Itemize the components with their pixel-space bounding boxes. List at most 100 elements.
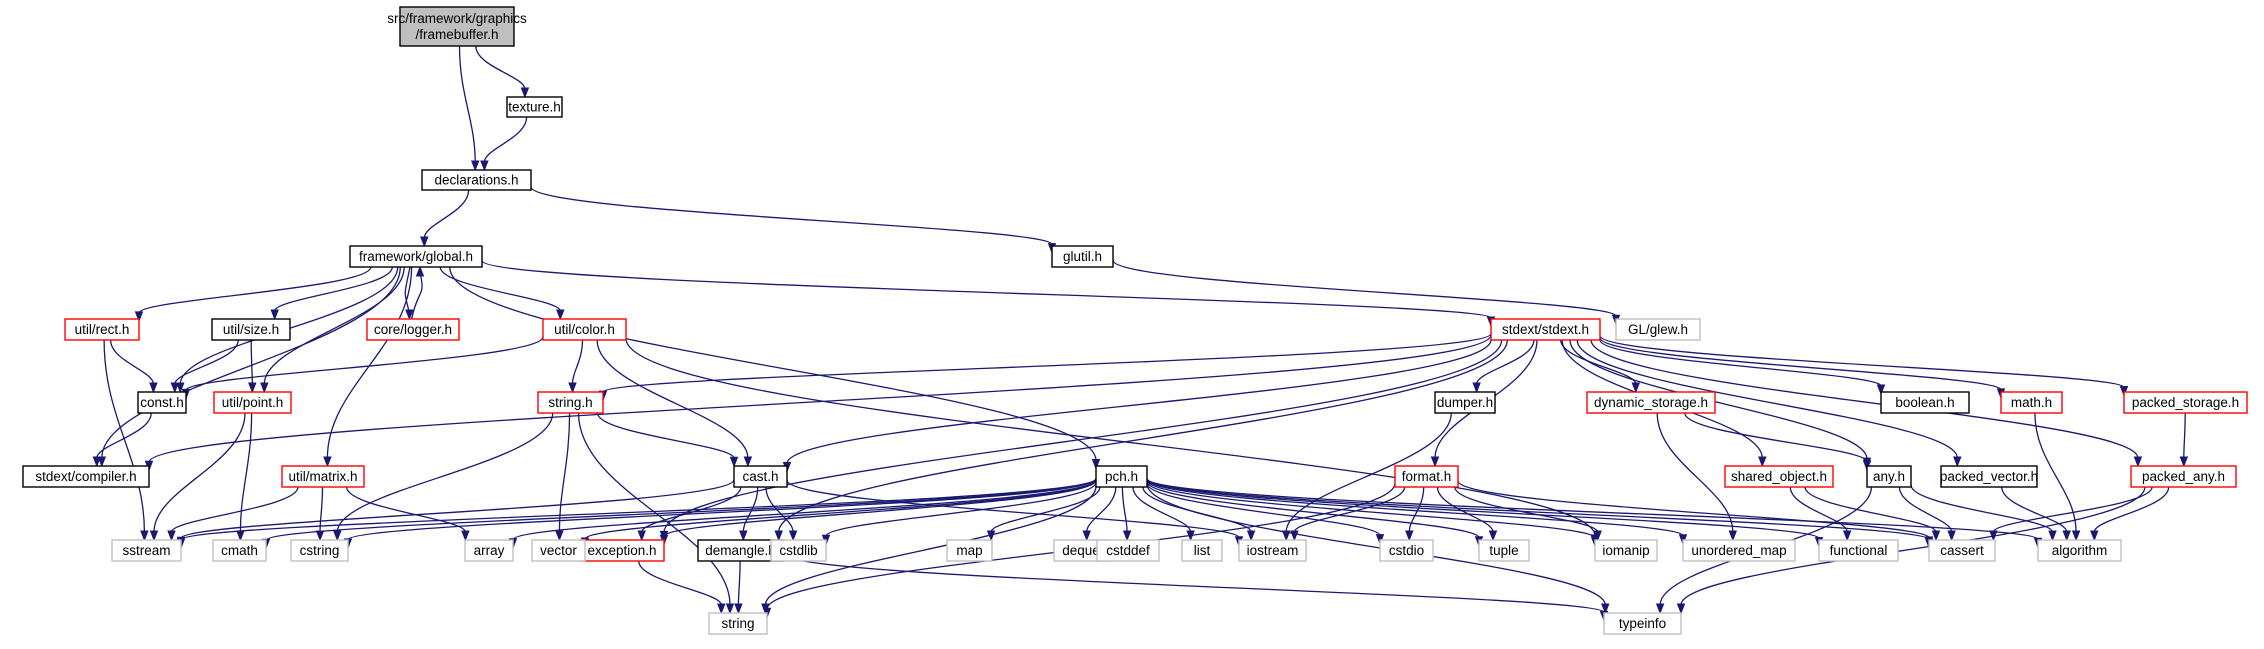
- node-pstor[interactable]: packed_storage.h: [2123, 391, 2248, 414]
- node-dynstor[interactable]: dynamic_storage.h: [1586, 391, 1716, 414]
- edge-line: [1293, 486, 1406, 533]
- edge-stdext-to-exception: [659, 339, 1503, 542]
- node-format[interactable]: format.h: [1394, 465, 1459, 488]
- node-declarations[interactable]: declarations.h: [421, 169, 532, 191]
- node-label: boolean.h: [1895, 395, 1954, 410]
- node-texture[interactable]: texture.h: [506, 96, 563, 118]
- node-dumper[interactable]: dumper.h: [1434, 391, 1496, 414]
- node-tuple[interactable]: tuple: [1478, 539, 1530, 562]
- edge-line: [336, 412, 554, 533]
- node-root[interactable]: src/framework/graphics/framebuffer.h: [387, 6, 527, 47]
- node-color[interactable]: util/color.h: [542, 318, 627, 341]
- node-list[interactable]: list: [1181, 539, 1223, 562]
- node-point[interactable]: util/point.h: [213, 391, 292, 414]
- node-label: tuple: [1489, 543, 1518, 558]
- arrowhead: [1186, 530, 1195, 542]
- edge-line: [2093, 486, 2170, 533]
- arrowhead: [1758, 456, 1767, 468]
- edge-matrix-to-sstream: [167, 486, 299, 542]
- node-functional[interactable]: functional: [1818, 539, 1899, 562]
- node-box: [2130, 465, 2237, 488]
- arrowhead: [2048, 530, 2057, 542]
- edge-line: [663, 479, 1097, 537]
- arrowhead: [480, 160, 489, 172]
- edge-line: [1454, 486, 1599, 533]
- node-string[interactable]: string: [708, 612, 768, 635]
- node-global[interactable]: framework/global.h: [349, 245, 483, 268]
- edge-line: [764, 486, 1097, 606]
- node-shobj[interactable]: shared_object.h: [1724, 465, 1834, 488]
- node-cstring[interactable]: cstring: [290, 539, 349, 562]
- node-deque[interactable]: deque: [1053, 539, 1109, 562]
- node-demangle[interactable]: demangle.h: [697, 539, 784, 562]
- node-cmath[interactable]: cmath: [212, 539, 267, 562]
- node-box: [1434, 391, 1496, 414]
- node-pch[interactable]: pch.h: [1095, 465, 1148, 488]
- edge-line: [411, 272, 423, 320]
- edge-shobj-to-functional: [1789, 486, 1852, 542]
- arrowhead: [2179, 456, 2189, 468]
- node-algorithm[interactable]: algorithm: [2037, 539, 2122, 562]
- edge-global-to-point: [260, 266, 405, 394]
- node-mathh[interactable]: math.h: [2000, 391, 2063, 414]
- edge-pch-to-cstdio: [1146, 482, 1385, 545]
- arrowhead: [1631, 382, 1641, 394]
- arrowhead: [149, 382, 158, 394]
- node-sstream[interactable]: sstream: [111, 539, 182, 562]
- node-box: [64, 318, 140, 341]
- node-stringh[interactable]: string.h: [537, 391, 604, 414]
- arrowhead: [1082, 530, 1091, 542]
- node-cassert[interactable]: cassert: [1928, 539, 1996, 562]
- node-iomanip[interactable]: iomanip: [1594, 539, 1658, 562]
- edge-line: [512, 478, 1097, 541]
- node-glew[interactable]: GL/glew.h: [1615, 318, 1701, 341]
- arrowhead: [140, 530, 149, 542]
- node-typeinfo[interactable]: typeinfo: [1603, 612, 1682, 635]
- edge-stringh-to-cast: [596, 412, 739, 468]
- node-label: sstream: [122, 543, 170, 558]
- node-logger[interactable]: core/logger.h: [366, 318, 460, 341]
- edge-stringh-to-vector: [555, 412, 571, 542]
- node-size[interactable]: util/size.h: [211, 318, 291, 341]
- node-box: [1724, 465, 1834, 488]
- node-stdext[interactable]: stdext/stdext.h: [1490, 318, 1601, 341]
- node-label: dynamic_storage.h: [1594, 395, 1708, 410]
- node-matrix[interactable]: util/matrix.h: [281, 465, 365, 488]
- node-compiler[interactable]: stdext/compiler.h: [22, 465, 150, 488]
- edge-line: [825, 482, 1097, 537]
- arrowhead: [415, 265, 425, 277]
- node-pany[interactable]: packed_any.h: [2130, 465, 2237, 488]
- node-vector[interactable]: vector: [531, 539, 586, 562]
- edge-line: [239, 412, 253, 533]
- node-rect[interactable]: util/rect.h: [64, 318, 140, 341]
- node-glutil[interactable]: glutil.h: [1051, 245, 1114, 268]
- edge-line: [1590, 339, 2139, 459]
- node-cstddef[interactable]: cstddef: [1096, 539, 1160, 562]
- edge-any-to-algorithm: [1910, 484, 2057, 542]
- node-iostream[interactable]: iostream: [1238, 539, 1307, 562]
- node-boolean[interactable]: boolean.h: [1880, 391, 1970, 414]
- node-unordmap[interactable]: unordered_map: [1682, 539, 1796, 562]
- arrowhead: [470, 160, 480, 172]
- node-box: [1490, 318, 1601, 341]
- edge-size-to-point: [248, 339, 257, 394]
- node-exception[interactable]: exception.h: [579, 539, 665, 562]
- edge-line: [786, 479, 1240, 539]
- node-array[interactable]: array: [464, 539, 514, 562]
- node-label: /framebuffer.h: [415, 27, 498, 42]
- node-cast[interactable]: cast.h: [733, 465, 788, 488]
- node-label: framework/global.h: [359, 249, 473, 264]
- node-cstdlib[interactable]: cstdlib: [770, 539, 827, 562]
- node-any[interactable]: any.h: [1866, 465, 1912, 488]
- node-const[interactable]: const.h: [137, 391, 187, 414]
- edge-point-to-cmath: [236, 412, 253, 542]
- node-map[interactable]: map: [946, 539, 993, 562]
- node-pvec[interactable]: packed_vector.h: [1940, 465, 2038, 488]
- node-label: cassert: [1940, 543, 1984, 558]
- node-label: any.h: [1873, 469, 1905, 484]
- edge-shobj-to-cassert: [1804, 486, 1941, 542]
- edge-line: [2034, 412, 2077, 533]
- arrowhead: [170, 382, 180, 394]
- node-cstdio[interactable]: cstdio: [1379, 539, 1434, 562]
- node-label: packed_vector.h: [1940, 469, 2038, 484]
